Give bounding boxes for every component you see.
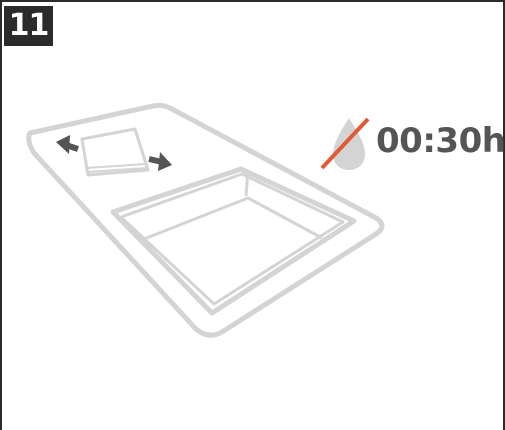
duration-label: 00:30h [376, 116, 505, 166]
no-water-drop-icon [322, 118, 368, 170]
basin-corner-line [246, 171, 248, 196]
arrow-left-icon [56, 135, 78, 154]
arrow-right-icon [149, 152, 172, 171]
basin-bottom [139, 198, 322, 241]
